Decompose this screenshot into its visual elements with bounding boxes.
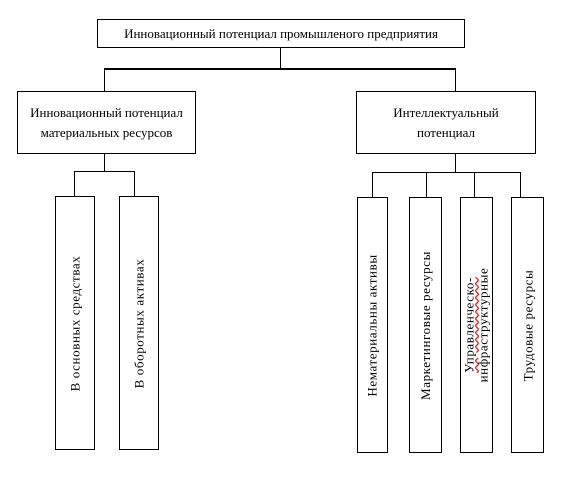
right-child-4-drop [520,172,521,197]
left-child-2-drop [134,171,135,196]
right-group-label-line2: потенциал [417,124,475,140]
root-node: Инновационный потенциал промышленого пре… [97,19,465,48]
right-drop [455,68,456,91]
right-child-3-label-line2: инфраструктурные [475,267,491,383]
top-horizontal-bus [104,68,456,70]
left-child-1-label: В основных средствах [67,255,83,391]
right-group-node: Интеллектуальный потенциал [356,91,536,154]
right-child-3-drop [474,172,475,197]
right-group-label-line1: Интеллектуальный [393,104,499,120]
left-group-label-line2: материальных ресурсов [40,124,173,140]
left-child-1: В основных средствах [55,196,95,450]
right-child-2-drop [426,172,427,197]
right-group-bus [372,172,521,173]
right-child-1: Нематериальны активы [357,197,388,453]
root-label: Инновационный потенциал промышленого пре… [124,25,438,41]
right-child-3-label: Управленческо- инфраструктурные [462,267,491,383]
left-child-2-label: В оборотных активах [131,258,147,388]
left-group-connector [104,154,105,172]
left-child-1-drop [74,171,75,196]
left-group-node: Инновационный потенциал материальных рес… [17,91,196,154]
left-drop [104,68,105,91]
right-child-1-label: Нематериальны активы [365,253,380,397]
root-connector [280,48,281,69]
left-group-bus [74,171,135,172]
right-child-2: Маркетинговые ресурсы [409,197,442,453]
right-child-4-label: Трудовые ресурсы [520,269,536,381]
right-child-1-drop [372,172,373,197]
right-group-connector [455,154,456,173]
right-child-2-label: Маркетинговые ресурсы [418,250,434,400]
right-child-4: Трудовые ресурсы [511,197,544,453]
left-child-2: В оборотных активах [119,196,159,450]
left-group-label-line1: Инновационный потенциал [30,104,183,120]
right-child-3: Управленческо- инфраструктурные [460,197,493,453]
